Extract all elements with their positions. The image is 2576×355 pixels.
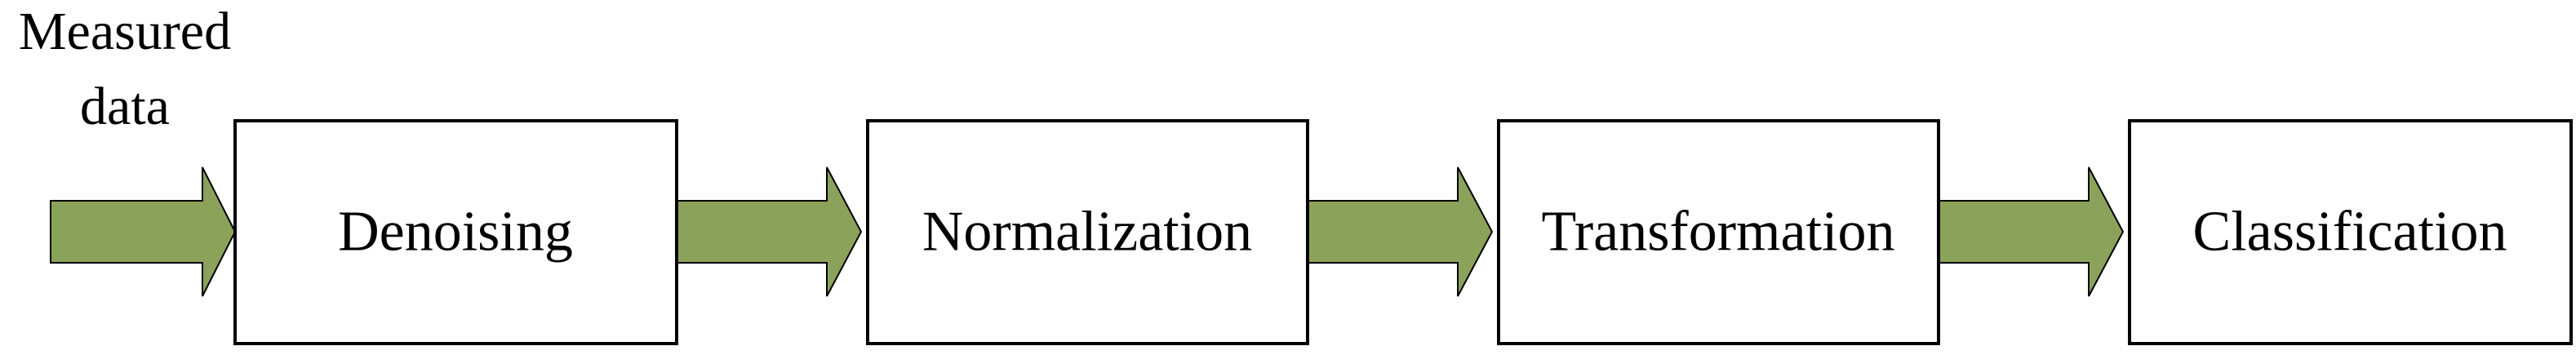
stage-label-normalization: Normalization	[922, 201, 1252, 264]
input-label-line1: Measured	[19, 2, 231, 61]
stage-label-classification: Classification	[2193, 201, 2507, 264]
arrow-transformation-to-classification	[1938, 166, 2125, 297]
arrow-normalization-to-transformation	[1307, 166, 1494, 297]
stage-transformation: Transformation	[1497, 119, 1940, 345]
input-arrow	[50, 166, 237, 297]
input-label-line2: data	[80, 77, 170, 136]
stage-classification: Classification	[2128, 119, 2573, 345]
stage-normalization: Normalization	[866, 119, 1309, 345]
arrow-denoising-to-normalization	[676, 166, 863, 297]
stage-denoising: Denoising	[233, 119, 678, 345]
stage-label-denoising: Denoising	[338, 201, 573, 264]
stage-label-transformation: Transformation	[1542, 201, 1895, 264]
